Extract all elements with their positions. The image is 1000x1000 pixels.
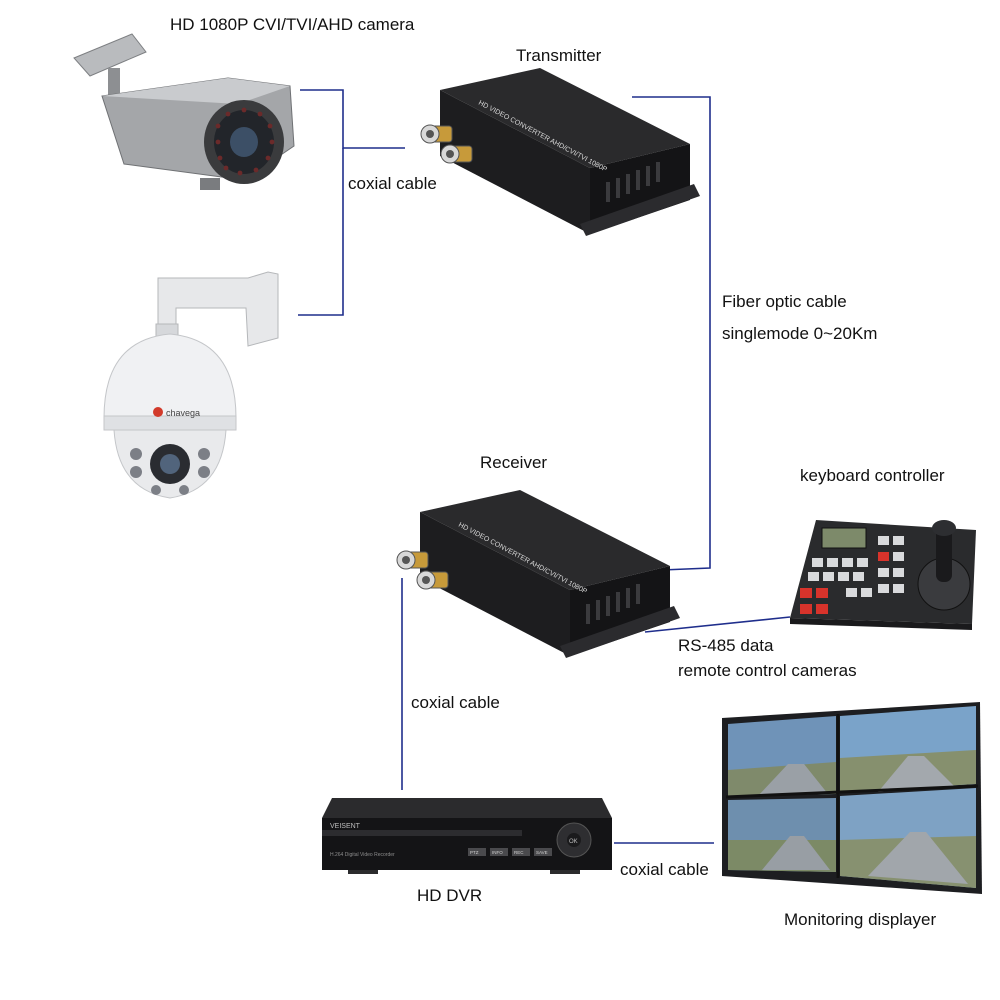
fiber-optic-label: Fiber optic cable: [722, 292, 847, 311]
dvr-device-icon: VEISENT H.264 Digital Video Recorder PTZ…: [322, 798, 612, 874]
dvr-save-key: SAVE: [536, 850, 548, 855]
remote-control-label: remote control cameras: [678, 661, 857, 680]
dvr-ptz-key: PTZ: [470, 850, 479, 855]
fiber-optic-wire: [632, 96, 711, 571]
dome-brand-text: chavega: [166, 408, 200, 418]
dvr-label: HD DVR: [417, 886, 483, 905]
fiber-distance-label: singlemode 0~20Km: [722, 324, 878, 343]
receiver-device-icon: HD VIDEO CONVERTER AHD/CVI/TVI 1080P: [396, 490, 680, 658]
dvr-rec-key: REC: [514, 850, 524, 855]
monitoring-display-icon: [722, 702, 982, 894]
rs485-data-label: RS-485 data: [678, 636, 774, 655]
dvr-brand-text: VEISENT: [330, 823, 361, 830]
dvr-model-text: H.264 Digital Video Recorder: [330, 852, 395, 858]
dvr-ok-key: OK: [569, 839, 578, 845]
dvr-info-key: INFO: [492, 850, 503, 855]
camera-to-transmitter-wire: [300, 89, 405, 149]
ptz-camera-wire: [298, 148, 344, 316]
transmitter-label: Transmitter: [516, 46, 602, 65]
receiver-label: Receiver: [480, 453, 548, 472]
keyboard-controller-icon: [790, 520, 976, 630]
transmitter-device-icon: HD VIDEO CONVERTER AHD/CVI/TVI 1080P: [420, 68, 700, 236]
rs485-wire: [644, 616, 791, 633]
bullet-camera-icon: [73, 33, 295, 190]
camera-label: HD 1080P CVI/TVI/AHD camera: [170, 15, 415, 34]
coax-cable-bottom-label: coxial cable: [620, 860, 709, 879]
ptz-dome-camera-icon: chavega: [103, 271, 279, 499]
monitoring-display-label: Monitoring displayer: [784, 910, 937, 929]
coax-cable-top-label: coxial cable: [348, 174, 437, 193]
coax-cable-middle-label: coxial cable: [411, 693, 500, 712]
keyboard-controller-label: keyboard controller: [800, 466, 945, 485]
